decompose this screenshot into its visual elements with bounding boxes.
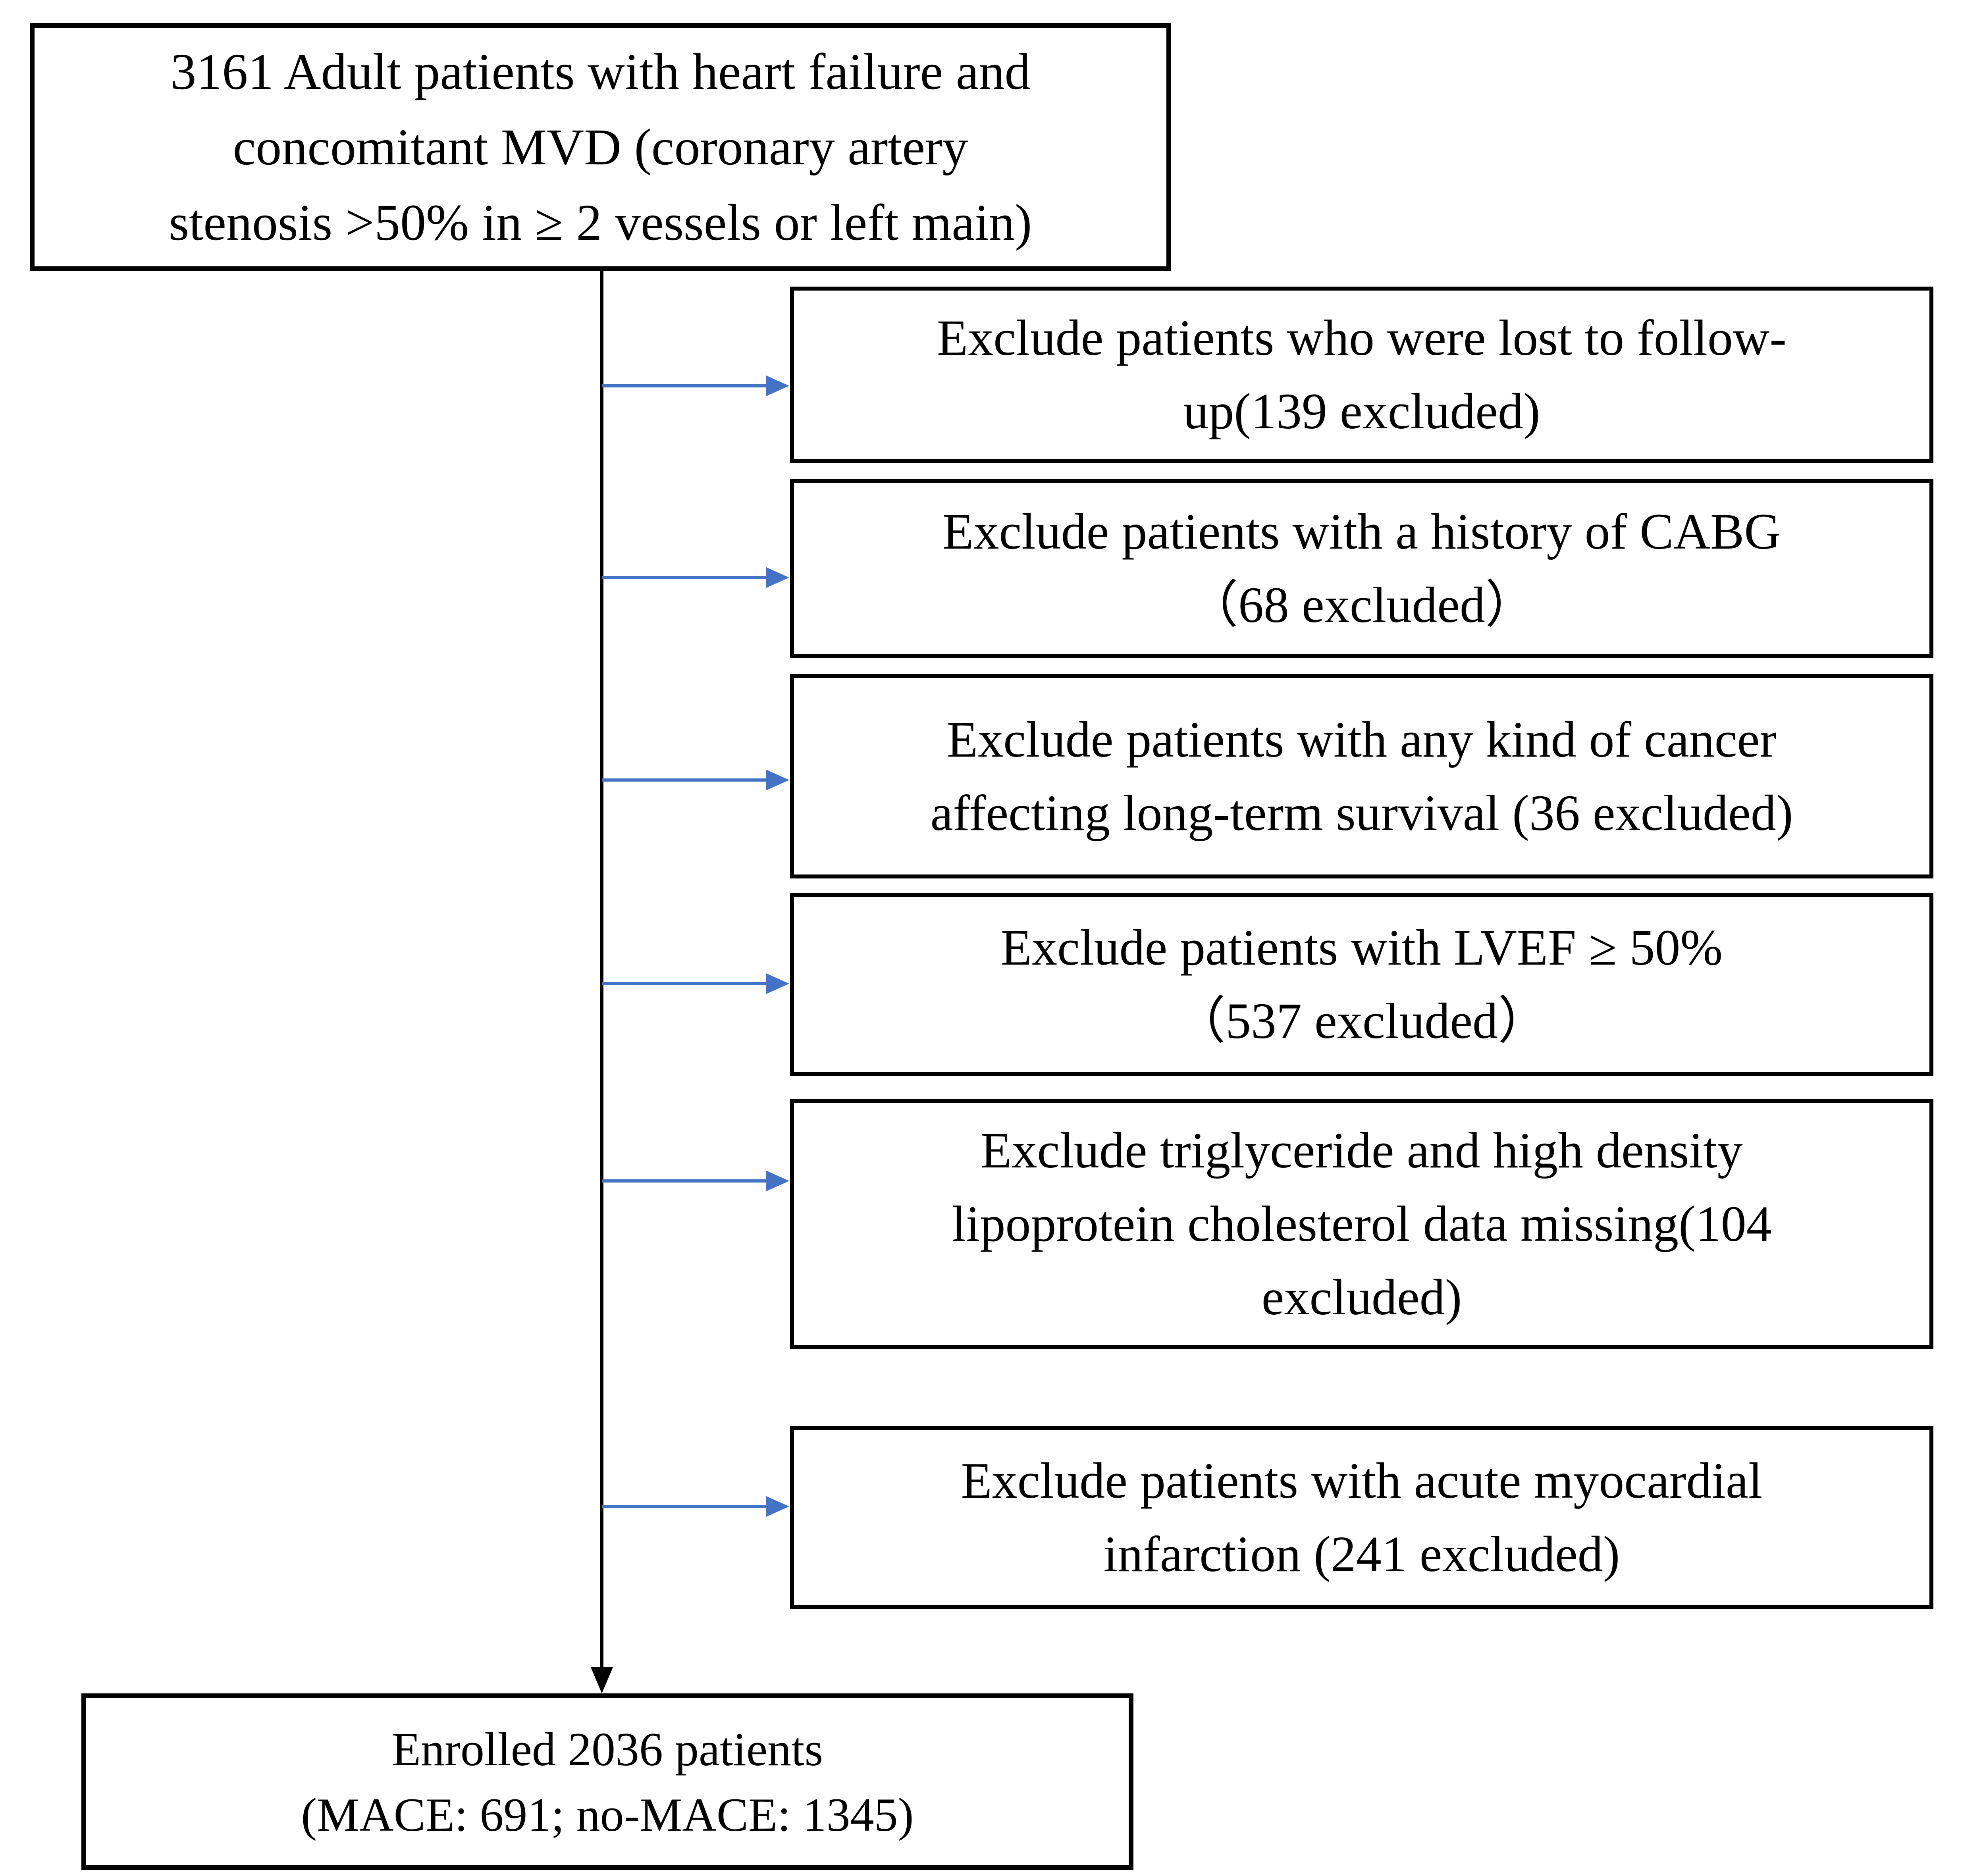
arrow-stem xyxy=(602,778,766,782)
right-arrowhead-icon xyxy=(766,973,789,994)
box-text-line: Exclude patients who were lost to follow… xyxy=(937,310,1786,366)
box-text-line: Exclude patients with acute myocardial xyxy=(961,1452,1763,1509)
box-text-line: 3161 Adult patients with heart failure a… xyxy=(170,43,1031,100)
box-text-line: Enrolled 2036 patients xyxy=(391,1722,823,1776)
exclusion-box-lvef: Exclude patients with LVEF ≥ 50% （537 ex… xyxy=(790,893,1933,1076)
box-text-line: Exclude patients with any kind of cancer xyxy=(947,711,1777,768)
exclusion-box-lipid-data-missing: Exclude triglyceride and high density li… xyxy=(790,1099,1933,1349)
right-arrowhead-icon xyxy=(766,376,789,396)
right-arrowhead-icon xyxy=(766,567,789,588)
box-text-line: Exclude triglyceride and high density xyxy=(981,1122,1743,1179)
arrow-stem xyxy=(602,1179,766,1183)
arrow-stem xyxy=(602,1505,766,1508)
box-text-line: stenosis >50% in ≥ 2 vessels or left mai… xyxy=(169,194,1032,251)
exclusion-branch-arrow xyxy=(602,567,789,588)
exclusion-box-acute-mi: Exclude patients with acute myocardial i… xyxy=(790,1426,1933,1609)
arrow-stem xyxy=(602,982,766,985)
down-arrowhead-icon xyxy=(591,1667,613,1693)
top-population-box: 3161 Adult patients with heart failure a… xyxy=(30,23,1171,271)
box-text-line: （68 excluded） xyxy=(1187,577,1536,633)
box-text-line: Exclude patients with LVEF ≥ 50% xyxy=(1000,919,1723,976)
box-text-line: up(139 excluded) xyxy=(1183,383,1540,439)
box-text-line: （537 excluded） xyxy=(1175,993,1549,1049)
arrow-stem xyxy=(602,384,766,387)
box-text-line: Exclude patients with a history of CABG xyxy=(942,503,1781,560)
right-arrowhead-icon xyxy=(766,1496,789,1517)
box-text-line: affecting long-term survival (36 exclude… xyxy=(930,784,1793,841)
box-text-line: lipoprotein cholesterol data missing(104 xyxy=(952,1195,1772,1252)
exclusion-box-lost-to-follow-up: Exclude patients who were lost to follow… xyxy=(790,287,1933,463)
enrolled-result-box: Enrolled 2036 patients (MACE: 691; no-MA… xyxy=(81,1693,1133,1870)
exclusion-box-cabg-history: Exclude patients with a history of CABG … xyxy=(790,479,1933,658)
exclusion-branch-arrow xyxy=(602,1496,789,1517)
main-flow-line xyxy=(600,271,603,1667)
exclusion-branch-arrow xyxy=(602,376,789,396)
box-text-line: excluded) xyxy=(1261,1269,1462,1325)
exclusion-branch-arrow xyxy=(602,973,789,994)
exclusion-box-cancer: Exclude patients with any kind of cancer… xyxy=(790,674,1933,878)
box-text-line: concomitant MVD (coronary artery xyxy=(233,118,968,176)
exclusion-branch-arrow xyxy=(602,1171,789,1191)
right-arrowhead-icon xyxy=(766,770,789,790)
arrow-stem xyxy=(602,576,766,579)
box-text-line: infarction (241 excluded) xyxy=(1103,1526,1620,1582)
box-text-line: (MACE: 691; no-MACE: 1345) xyxy=(301,1788,914,1841)
right-arrowhead-icon xyxy=(766,1171,789,1191)
exclusion-branch-arrow xyxy=(602,770,789,790)
